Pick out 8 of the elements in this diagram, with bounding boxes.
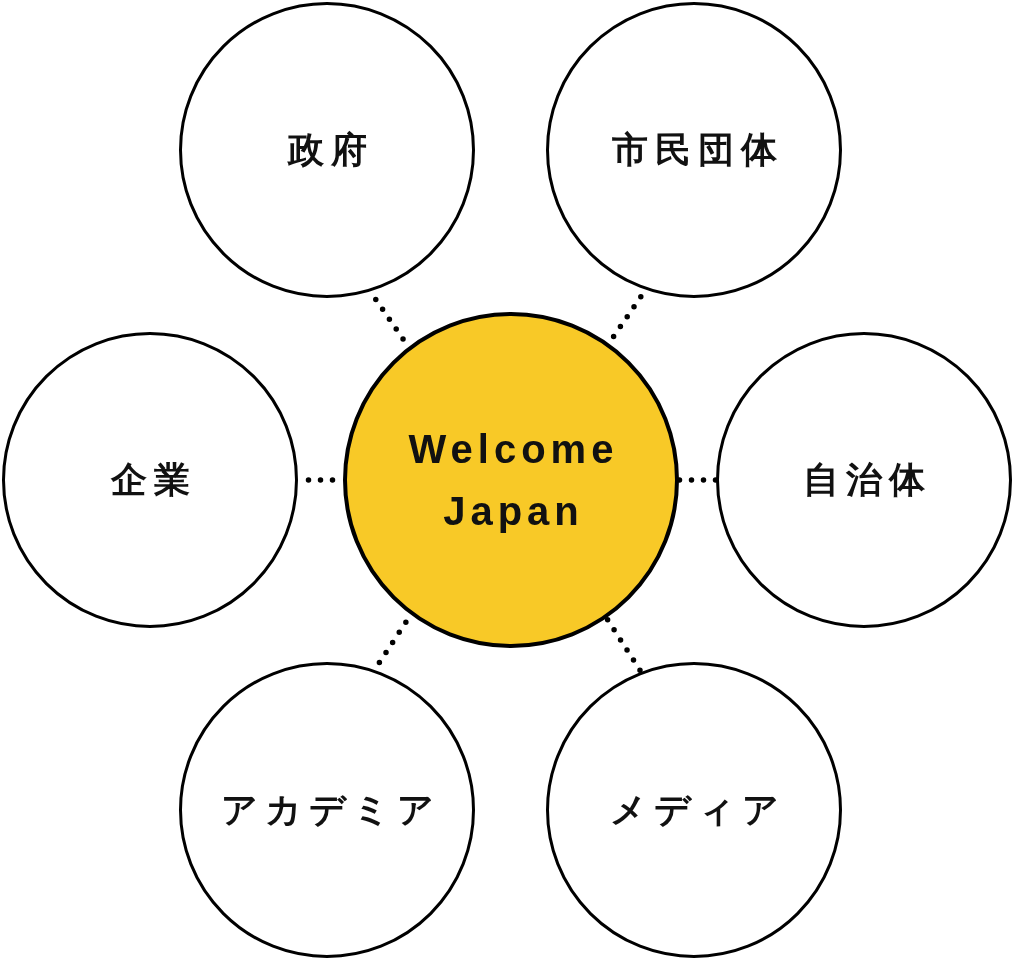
node-label: アカデミア xyxy=(219,787,441,832)
node-label: Welcome Japan xyxy=(407,426,620,535)
node-label: 市民団体 xyxy=(610,127,784,172)
node-label: 政府 xyxy=(286,127,374,172)
dotted-connector xyxy=(603,615,644,675)
node-label: 自治体 xyxy=(802,457,932,502)
node-label: 企業 xyxy=(109,457,197,502)
node-label: メディア xyxy=(608,787,786,832)
